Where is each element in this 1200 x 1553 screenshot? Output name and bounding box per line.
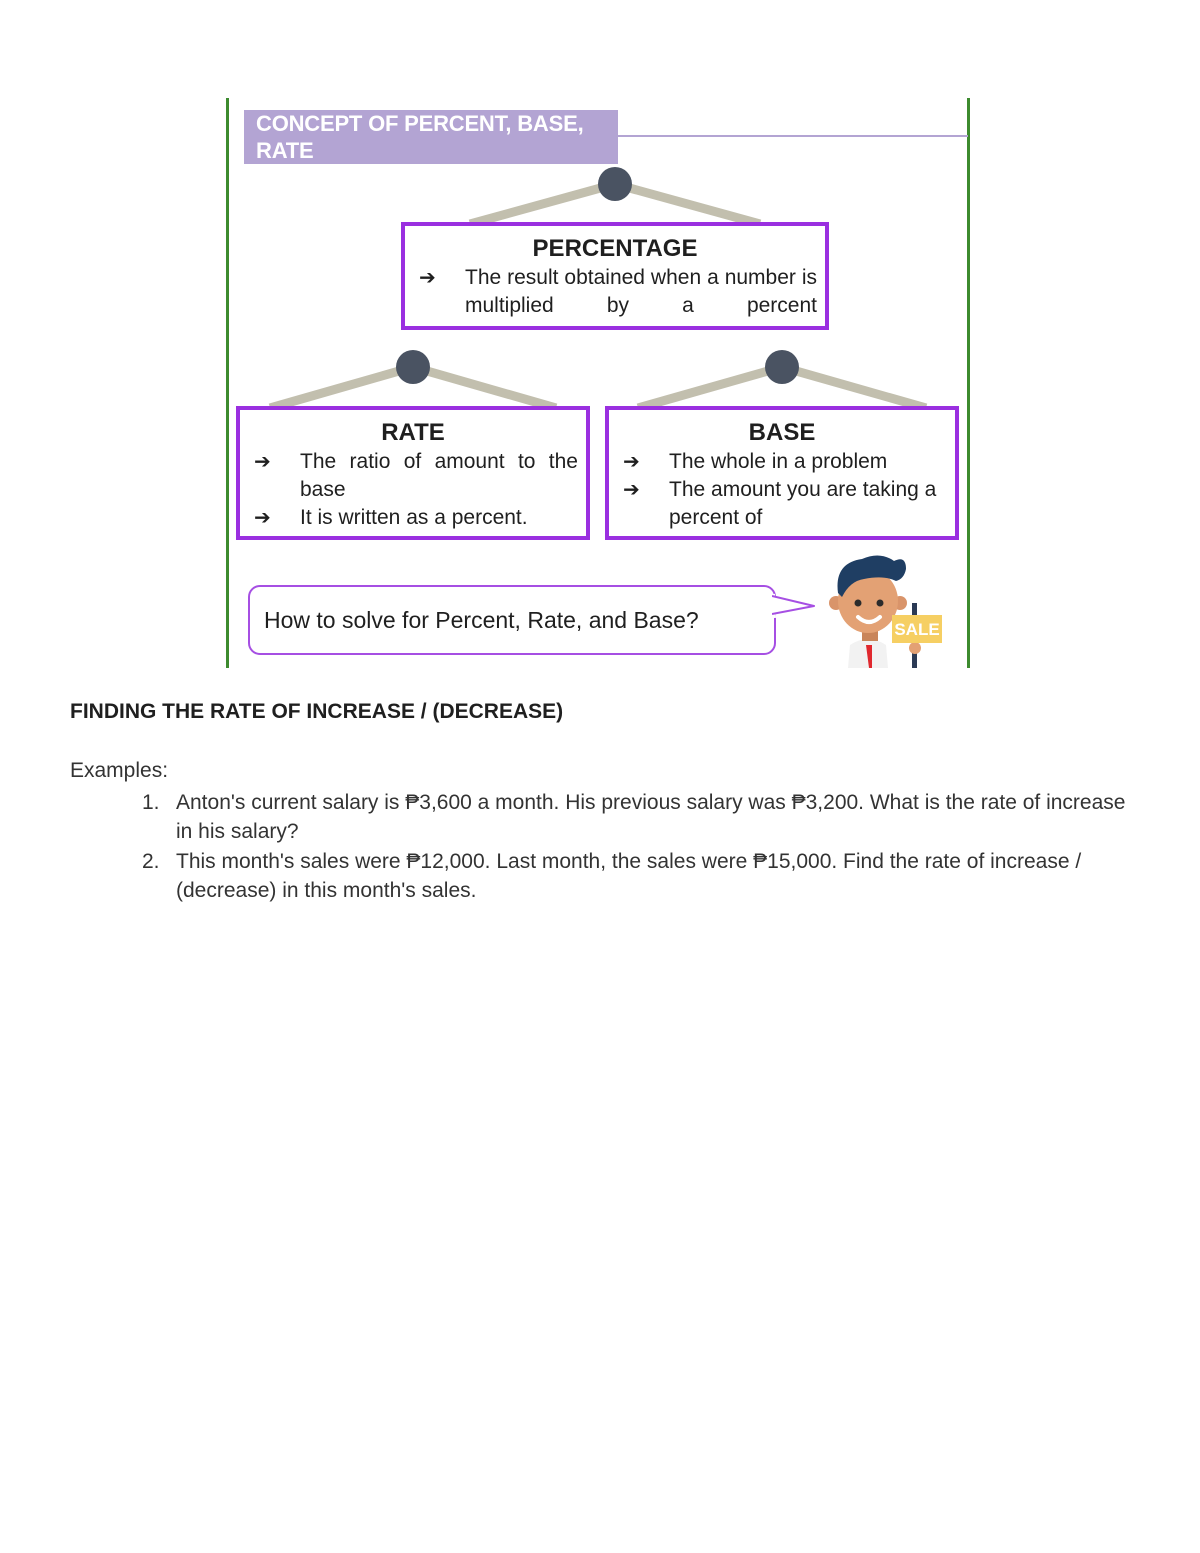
- tree-connectors: [268, 167, 928, 413]
- base-item-text: The amount you are taking a percent of: [669, 478, 937, 529]
- branch-line: [636, 362, 784, 413]
- tree-node: [598, 167, 632, 201]
- rate-heading: RATE: [381, 419, 445, 446]
- examples-label: Examples:: [70, 759, 169, 782]
- examples-list: 1. Anton's current salary is ₱3,600 a mo…: [70, 788, 1140, 906]
- figure-frame-left: [226, 98, 229, 668]
- branch-line: [268, 362, 415, 413]
- list-item: ➔ The result obtained when a number is m…: [405, 264, 825, 320]
- branch-line: [468, 179, 617, 229]
- tree-node: [765, 350, 799, 384]
- arrow-icon: ➔: [254, 507, 271, 529]
- base-list: ➔ The whole in a problem ➔ The amount yo…: [609, 448, 955, 532]
- rate-box: RATE ➔ The ratio of amount to the base ➔…: [236, 406, 590, 540]
- list-item: ➔ The whole in a problem: [609, 448, 955, 476]
- businessman-icon: [829, 555, 942, 668]
- percentage-list: ➔ The result obtained when a number is m…: [405, 264, 825, 320]
- speech-bubble: How to solve for Percent, Rate, and Base…: [248, 585, 776, 655]
- figure-frame-right: [967, 98, 970, 668]
- arrow-icon: ➔: [623, 479, 640, 501]
- figure-title: CONCEPT OF PERCENT, BASE, RATE: [244, 110, 618, 164]
- branch-line: [613, 179, 762, 229]
- example-number: 1.: [142, 791, 160, 814]
- list-item: ➔ The ratio of amount to the base: [240, 448, 586, 504]
- list-item: ➔ The amount you are taking a percent of: [609, 476, 955, 532]
- arrow-icon: ➔: [623, 451, 640, 473]
- rate-list: ➔ The ratio of amount to the base ➔ It i…: [240, 448, 586, 532]
- speech-bubble-tail: [772, 593, 815, 619]
- tree-node: [396, 350, 430, 384]
- percentage-heading: PERCENTAGE: [532, 235, 698, 262]
- rate-item-text: The ratio of amount to the base: [300, 450, 578, 501]
- base-box: BASE ➔ The whole in a problem ➔ The amou…: [605, 406, 959, 540]
- example-text: Anton's current salary is ₱3,600 a month…: [176, 791, 1126, 843]
- branch-line: [411, 362, 558, 413]
- example-text: This month's sales were ₱12,000. Last mo…: [176, 850, 1082, 902]
- rate-item-text: It is written as a percent.: [300, 506, 528, 529]
- list-item: ➔ It is written as a percent.: [240, 504, 586, 532]
- sale-sign-text: SALE: [894, 620, 940, 639]
- base-heading: BASE: [748, 419, 816, 446]
- concept-figure: CONCEPT OF PERCENT, BASE, RATE PERCENTAG…: [226, 98, 972, 668]
- title-rule: [618, 135, 968, 137]
- base-item-text: The whole in a problem: [669, 450, 888, 473]
- section-heading: FINDING THE RATE OF INCREASE / (DECREASE…: [70, 700, 564, 723]
- list-item: 1. Anton's current salary is ₱3,600 a mo…: [70, 788, 1140, 846]
- arrow-icon: ➔: [419, 267, 436, 289]
- arrow-icon: ➔: [254, 451, 271, 473]
- percentage-item-text: The result obtained when a number is mul…: [465, 266, 817, 317]
- percentage-box: PERCENTAGE ➔ The result obtained when a …: [401, 222, 829, 330]
- list-item: 2. This month's sales were ₱12,000. Last…: [70, 847, 1140, 905]
- branch-line: [780, 362, 928, 413]
- example-number: 2.: [142, 850, 160, 873]
